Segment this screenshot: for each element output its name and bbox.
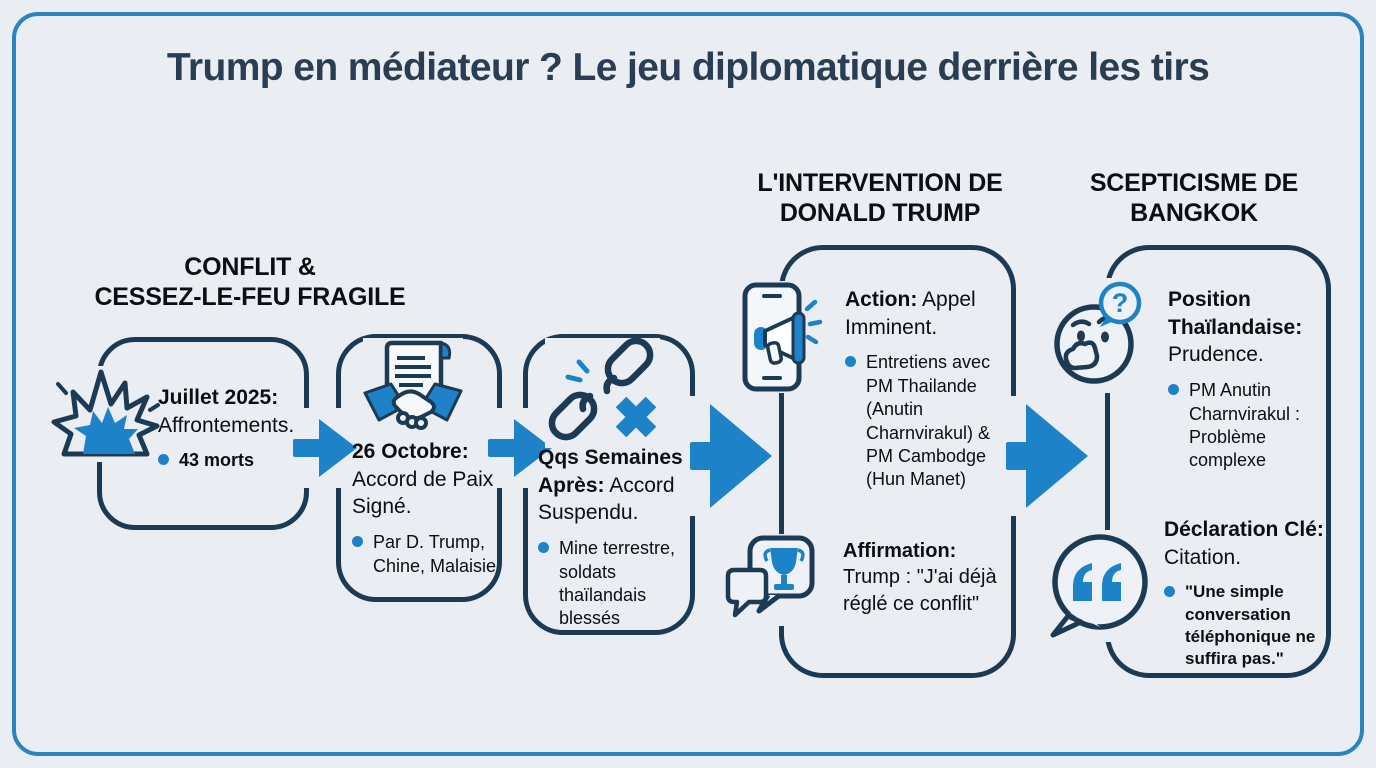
box2-title: 26 Octobre: Accord de Paix Signé. (352, 440, 494, 519)
arrow-head (1026, 404, 1088, 508)
quote-icon (1048, 530, 1148, 642)
box3-text: Qqs Semaines Après: Accord Suspendu. Min… (538, 444, 696, 631)
trump-action-title: Action: Appel Imminent. (845, 288, 976, 339)
bangkok-declaration-bullet: "Une simple conversation téléphonique ne… (1164, 581, 1332, 669)
bullet-dot (158, 454, 169, 466)
box1-bullet: 43 morts (158, 449, 316, 472)
box2-bullet: Par D. Trump, Chine, Malaisie (352, 531, 504, 578)
bangkok-position-title: Position Thaïlandaise: Prudence. (1168, 288, 1303, 367)
outer-frame (12, 12, 1364, 756)
bangkok-declaration-text: Déclaration Clé: Citation. "Une simple c… (1164, 516, 1332, 670)
box-scepticisme-bangkok (1105, 245, 1331, 678)
svg-text:?: ? (1112, 288, 1129, 318)
page-title: Trump en médiateur ? Le jeu diplomatique… (166, 46, 1210, 89)
phone-megaphone-icon (741, 281, 823, 393)
trump-action-text: Action: Appel Imminent. Entretiens avec … (845, 286, 1007, 492)
trump-action-bullet: Entretiens avec PM Thailande (Anutin Cha… (845, 351, 1007, 491)
speech-bubbles-trophy-icon (724, 534, 816, 626)
handshake-document-icon (363, 338, 463, 443)
box2-text: 26 Octobre: Accord de Paix Signé. Par D.… (352, 438, 504, 578)
arrow-tail (293, 439, 321, 457)
bangkok-declaration-title: Déclaration Clé: Citation. (1164, 518, 1324, 569)
flow-arrow-3 (690, 404, 772, 508)
bullet-dot (352, 536, 363, 548)
flow-arrow-1 (293, 419, 357, 477)
bullet-dot (845, 356, 856, 368)
arrow-head (319, 419, 357, 477)
thinking-face-icon: ? (1053, 278, 1143, 393)
broken-chain-icon (545, 338, 660, 448)
bangkok-position-bullet: PM Anutin Charnvirakul : Problème comple… (1168, 379, 1326, 473)
trump-affirmation-text: Affirmation: Trump : "J'ai déjà réglé ce… (843, 538, 1015, 617)
section-header-intervention: L'INTERVENTION DE DONALD TRUMP (757, 169, 1003, 227)
arrow-head (710, 404, 772, 508)
box3-title: Qqs Semaines Après: Accord Suspendu. (538, 446, 683, 525)
explosion-icon (50, 366, 160, 462)
bullet-dot (1164, 586, 1175, 598)
section-header-conflict: CONFLIT & CESSEZ-LE-FEU FRAGILE (94, 253, 406, 311)
box1-text: Juillet 2025: Affrontements. 43 morts (158, 384, 316, 473)
box1-title: Juillet 2025: Affrontements. (158, 386, 295, 437)
section-header-scepticism: SCEPTICISME DE BANGKOK (1089, 169, 1299, 227)
bullet-dot (1168, 384, 1179, 396)
flow-arrow-4 (1006, 404, 1088, 508)
trump-affirmation-title: Affirmation: Trump : "J'ai déjà réglé ce… (843, 540, 997, 615)
box3-bullet: Mine terrestre, soldats thaïlandais bles… (538, 537, 696, 631)
bullet-dot (538, 542, 549, 554)
bangkok-position-text: Position Thaïlandaise: Prudence. PM Anut… (1168, 286, 1326, 473)
arrow-tail (488, 439, 516, 457)
